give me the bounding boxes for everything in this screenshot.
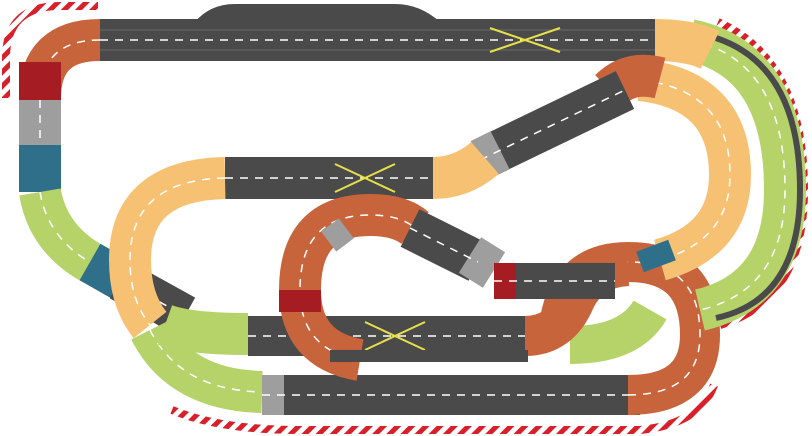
top-straight bbox=[100, 4, 655, 61]
top-crossing-mark bbox=[489, 27, 561, 53]
top-right-curve bbox=[654, 19, 720, 70]
lower-crossing-mark bbox=[364, 321, 426, 351]
right-inner-curve bbox=[637, 59, 751, 281]
curb-bottom-right bbox=[639, 383, 718, 434]
middle-straight bbox=[225, 157, 433, 199]
bottom-left-curve bbox=[131, 319, 264, 413]
curb-top-left bbox=[2, 1, 98, 98]
right-teal-segment bbox=[636, 239, 676, 273]
lower-left-green bbox=[157, 305, 249, 355]
left-inner-curve bbox=[109, 157, 226, 339]
left-outer-curve bbox=[19, 187, 106, 284]
middle-crossing-mark bbox=[334, 163, 396, 193]
middle-right-curve bbox=[432, 141, 499, 199]
middle-diagonal-straight bbox=[470, 71, 635, 179]
hairpin-curve bbox=[279, 194, 429, 381]
right-outer-curve bbox=[684, 19, 806, 331]
curb-bottom-left bbox=[170, 406, 640, 434]
hairpin-diagonal-straight bbox=[400, 209, 506, 288]
lower-right-green bbox=[569, 299, 667, 364]
